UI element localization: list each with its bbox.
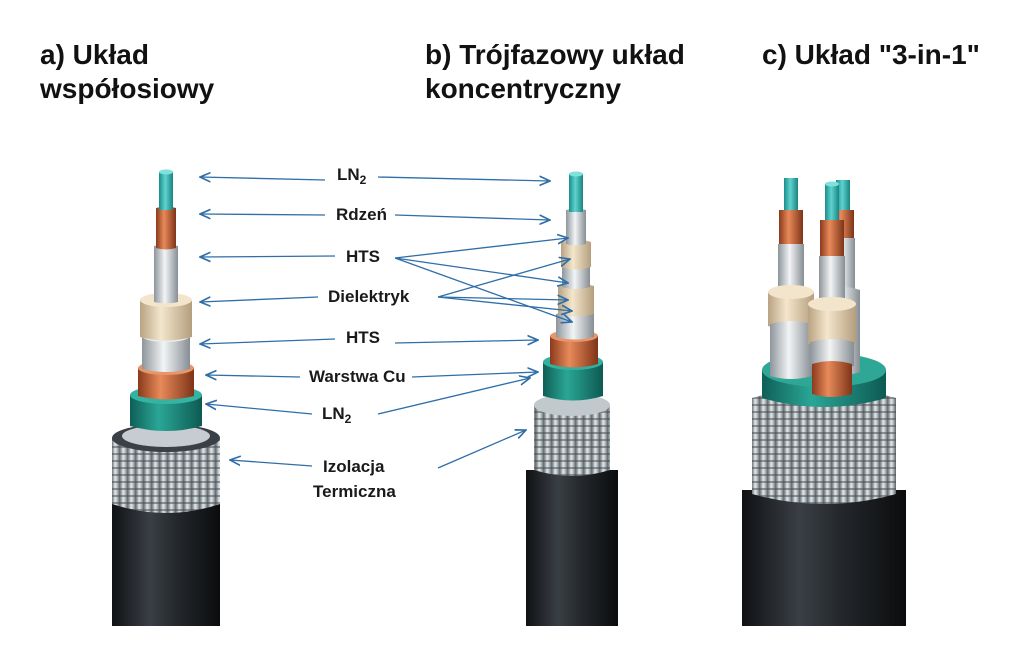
label-izolacja: Izolacja (323, 457, 385, 476)
arrow-izolacja-left (230, 460, 313, 467)
cable-b-thermal-insulation (534, 399, 610, 476)
label-rdzen: Rdzeń (336, 205, 387, 224)
arrow-ln2-left (200, 177, 326, 180)
cable-a-dielectric (140, 296, 192, 341)
cable-a-inner-pipe (122, 425, 210, 447)
arrow-ln2-right (377, 177, 550, 181)
arrow-diel-b1 (437, 259, 570, 298)
arrow-hts2-left (200, 339, 336, 344)
label-hts-1: HTS (346, 247, 380, 266)
arrow-ln2b-left (206, 404, 313, 415)
cable-a-hts-outer (142, 333, 190, 372)
arrow-rdzen-left (200, 214, 326, 215)
arrow-hts-left (200, 256, 336, 257)
label-ln2-top: LN2 (337, 165, 367, 187)
cable-a-hts-inner (154, 244, 178, 304)
cable-b-triaxial (526, 171, 618, 626)
arrow-cu-left (206, 375, 301, 377)
arrow-cu-right (411, 372, 538, 377)
cable-a-outer-jacket (112, 500, 220, 626)
label-dielektryk: Dielektryk (328, 287, 410, 306)
cable-b-hts-1 (566, 208, 586, 246)
leader-arrows (200, 177, 572, 469)
arrow-hts-b2 (394, 257, 568, 283)
cable-c-phase-front (808, 181, 856, 397)
cable-a-ln2-channel (159, 172, 173, 210)
cable-c-outer-jacket (742, 490, 906, 626)
label-termiczna: Termiczna (313, 482, 396, 501)
cable-b-outer-jacket (526, 470, 618, 626)
cable-a-core (156, 206, 176, 250)
title-triaxial-concentric: b) Trójfazowy układ koncentryczny (425, 39, 685, 104)
cable-c-3-in-1 (742, 178, 906, 626)
title-coaxial: a) Układ współosiowy (40, 39, 215, 104)
cable-b-ln2-channel (569, 174, 583, 212)
label-ln2-bottom: LN2 (322, 404, 352, 426)
title-3-in-1: c) Układ "3-in-1" (762, 39, 980, 70)
cable-c-thermal-insulation (752, 388, 896, 504)
cable-c-phase-left (768, 178, 814, 379)
cable-a-coaxial (112, 169, 220, 626)
cable-b-copper-layer (550, 332, 598, 368)
arrow-hts2-right (394, 340, 538, 343)
arrow-rdzen-right (394, 215, 550, 220)
arrow-izolacja-right (437, 430, 526, 469)
label-warstwa-cu: Warstwa Cu (309, 367, 406, 386)
arrow-ln2b-right (377, 378, 530, 415)
arrow-diel-b3 (437, 296, 572, 311)
label-hts-2: HTS (346, 328, 380, 347)
arrow-hts-b3 (394, 257, 572, 322)
arrow-diel-b2 (437, 297, 568, 300)
arrow-hts-b1 (394, 238, 568, 259)
arrow-dielektryk-left (200, 297, 319, 302)
